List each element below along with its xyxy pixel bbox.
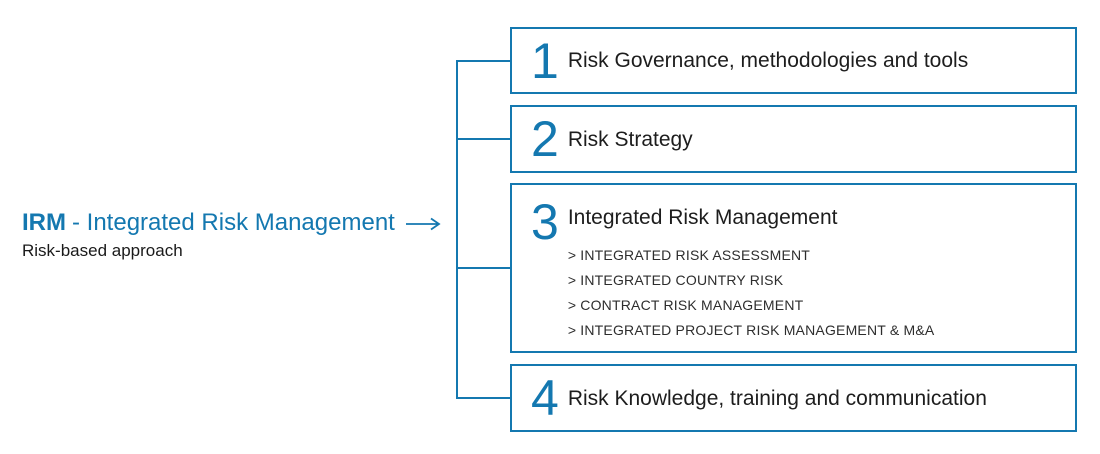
right-arrow-icon bbox=[405, 217, 441, 231]
left-label-block: IRM- Integrated Risk Management Risk-bas… bbox=[22, 208, 462, 262]
connector-branch-2 bbox=[456, 138, 510, 140]
box-risk-governance: 1 Risk Governance, methodologies and too… bbox=[510, 27, 1077, 94]
connector-vertical-line bbox=[456, 60, 458, 399]
sub-item: > INTEGRATED RISK ASSESSMENT bbox=[567, 247, 811, 263]
heading-line: IRM- Integrated Risk Management bbox=[22, 208, 462, 238]
sub-item-list: > INTEGRATED RISK ASSESSMENT > INTEGRATE… bbox=[568, 243, 935, 343]
box-number: 2 bbox=[531, 111, 559, 167]
sub-item: > INTEGRATED PROJECT RISK MANAGEMENT & M… bbox=[567, 322, 935, 338]
box-title: Risk Governance, methodologies and tools bbox=[567, 49, 969, 72]
box-title: Integrated Risk Management bbox=[567, 206, 838, 229]
connector-branch-4 bbox=[456, 397, 510, 399]
box-integrated-risk-management: 3 Integrated Risk Management > INTEGRATE… bbox=[510, 183, 1077, 353]
irm-acronym: IRM bbox=[22, 209, 66, 236]
connector-branch-3 bbox=[456, 267, 510, 269]
box-number: 1 bbox=[531, 32, 559, 89]
box-risk-strategy: 2 Risk Strategy bbox=[510, 105, 1077, 173]
box-title: Risk Knowledge, training and communicati… bbox=[567, 386, 987, 410]
subtitle: Risk-based approach bbox=[22, 241, 183, 260]
box-content: Integrated Risk Management > INTEGRATED … bbox=[568, 195, 935, 343]
sub-item: > INTEGRATED COUNTRY RISK bbox=[567, 272, 784, 288]
box-title: Risk Strategy bbox=[567, 127, 693, 151]
box-number: 4 bbox=[531, 370, 559, 426]
box-risk-knowledge: 4 Risk Knowledge, training and communica… bbox=[510, 364, 1077, 432]
box-number: 3 bbox=[531, 194, 559, 250]
sub-item: > CONTRACT RISK MANAGEMENT bbox=[567, 297, 804, 313]
connector-branch-1 bbox=[456, 60, 510, 62]
heading-rest: - Integrated Risk Management bbox=[72, 209, 395, 236]
